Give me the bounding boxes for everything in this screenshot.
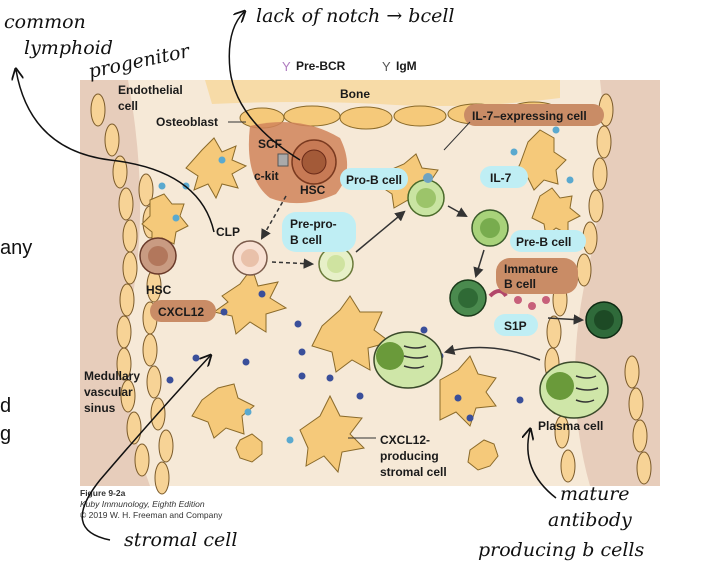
pre-bcr-legend: Pre-BCR <box>296 59 346 73</box>
ckit-label: c-kit <box>254 169 279 183</box>
pro-b-label: Pro-B cell <box>346 173 402 187</box>
left-sinus <box>80 80 150 486</box>
hsc-left-label: HSC <box>146 283 172 297</box>
s1p-pill <box>494 314 538 336</box>
cxcl12-pill <box>150 300 216 322</box>
sinus-label-2: vascular <box>84 385 133 399</box>
sinus-label-1: Medullary <box>84 369 140 383</box>
stromal-label-1: CXCL12- <box>380 433 430 447</box>
book-title: Kuby Immunology, Eighth Edition <box>80 499 205 509</box>
pre-b-label: Pre-B cell <box>516 235 571 249</box>
pre-b-pill <box>510 230 586 252</box>
osteoblast-label: Osteoblast <box>156 115 218 129</box>
side-fragment-c: g <box>0 423 11 445</box>
hand-arrow-plasma <box>528 430 557 499</box>
hand-stromal: stromal cell <box>124 529 237 551</box>
sinus-label-3: sinus <box>84 401 116 415</box>
hand-arrow-stromal <box>81 356 210 541</box>
figure-number: Figure 9-2a <box>80 488 126 498</box>
arrow-immature-mature <box>547 314 585 325</box>
plasma-label: Plasma cell <box>538 419 603 433</box>
igm-icon: Y <box>382 59 391 74</box>
arrow-plasma-return <box>443 344 541 361</box>
pro-b-pill <box>340 168 408 190</box>
cxcl12-label: CXCL12 <box>158 305 204 319</box>
clp-label: CLP <box>216 225 240 239</box>
stromal-label-2: producing <box>380 449 439 463</box>
hand-mature: mature <box>560 483 630 505</box>
arrow-prepro-prob <box>355 210 406 253</box>
il7-cell-pill <box>464 104 604 126</box>
bone <box>205 80 560 106</box>
pre-pro-pill <box>282 212 356 252</box>
hand-arrow-clp <box>16 70 215 233</box>
pre-bcr-icon: Y <box>282 59 291 74</box>
il7-cell-label: IL-7–expressing cell <box>472 109 587 123</box>
arrow-preb-immature <box>473 249 485 279</box>
arrow-hsc-clp <box>260 195 287 240</box>
il7-label: IL-7 <box>490 171 512 185</box>
s1p-label: S1P <box>504 319 527 333</box>
stromal-label-3: stromal cell <box>380 465 447 479</box>
endothelial-wall-right <box>544 93 652 485</box>
immature-label-1: Immature <box>504 262 558 276</box>
hand-common: common <box>4 11 86 33</box>
hsc-top-label: HSC <box>300 183 326 197</box>
bone-label: Bone <box>340 87 370 101</box>
hand-producing: producing b cells <box>478 539 644 561</box>
il7-pill <box>480 166 528 188</box>
side-fragment-b: d <box>0 395 11 417</box>
endothelial-wall-left <box>90 93 174 495</box>
hand-arrow-notch <box>228 12 301 161</box>
side-fragment-a: any <box>0 237 32 259</box>
endothelial-label-2: cell <box>118 99 138 113</box>
hand-antibody: antibody <box>548 509 632 531</box>
immature-label-2: B cell <box>504 277 536 291</box>
pre-pro-label-2: B cell <box>290 233 322 247</box>
hand-lack-notch: lack of notch → bcell <box>256 5 455 27</box>
immature-pill <box>496 258 578 294</box>
copyright: © 2019 W. H. Freeman and Company <box>80 510 223 520</box>
arrow-prob-preb <box>447 205 468 218</box>
pre-pro-label-1: Pre-pro- <box>290 217 337 231</box>
endothelial-label: Endothelial <box>118 83 183 97</box>
stromal-cells <box>141 129 581 474</box>
igm-legend: IgM <box>396 59 417 73</box>
scf-label: SCF <box>258 137 282 151</box>
hand-lymphoid: lymphoid <box>24 37 113 59</box>
ckit-receptor <box>277 153 289 167</box>
cxcl12-dots <box>166 290 524 422</box>
